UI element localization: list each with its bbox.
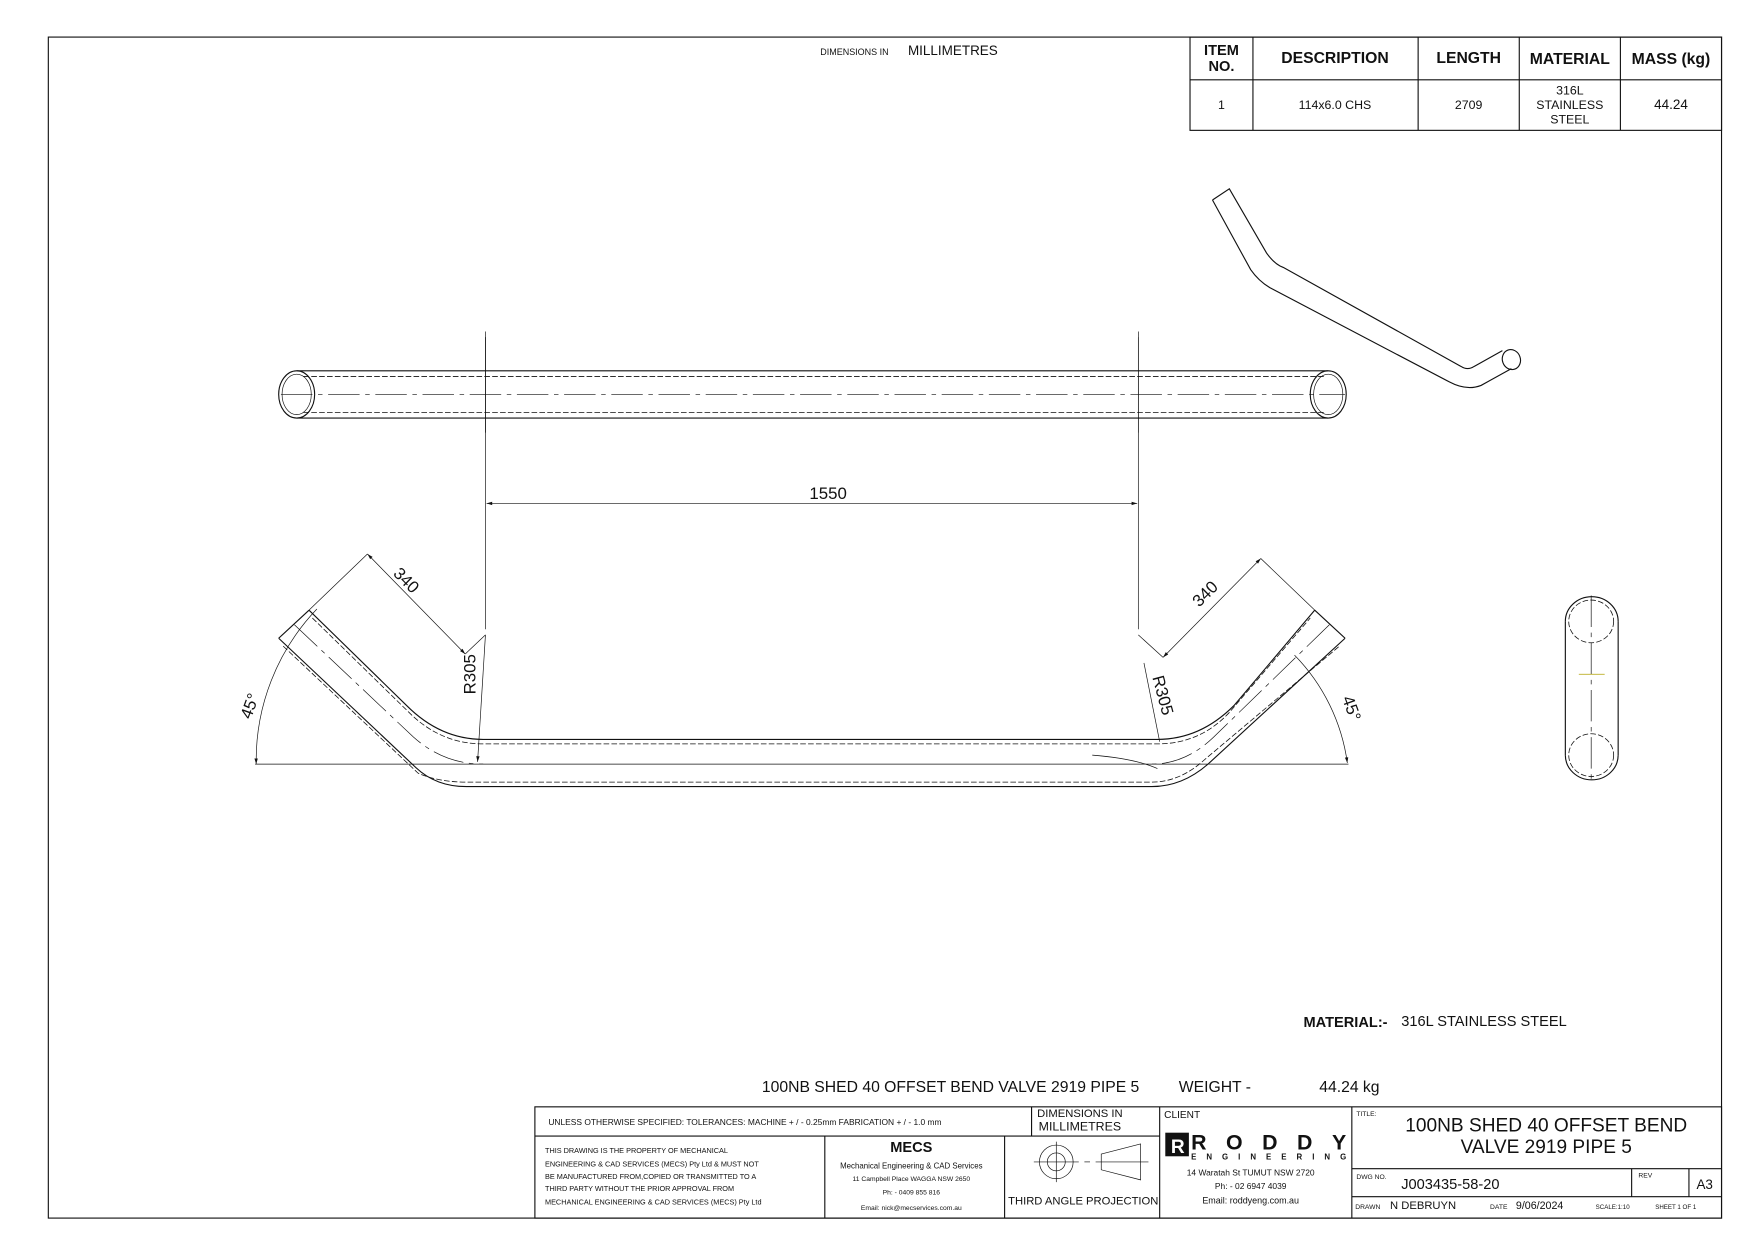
client-logo: RODDY bbox=[1191, 1131, 1346, 1155]
projection-label: THIRD ANGLE PROJECTION bbox=[1008, 1196, 1158, 1208]
header-description: DESCRIPTION bbox=[1281, 50, 1388, 67]
weight-value: 44.24 kg bbox=[1319, 1079, 1379, 1096]
header-item: ITEM bbox=[1204, 43, 1239, 59]
front-view-pipe bbox=[255, 609, 1349, 788]
end-view-pipe bbox=[1564, 595, 1619, 781]
client-label: CLIENT bbox=[1164, 1110, 1200, 1121]
dims-line1: DIMENSIONS IN bbox=[1037, 1108, 1122, 1120]
third-angle-projection-icon bbox=[1033, 1141, 1149, 1183]
dwg-label: DWG NO. bbox=[1356, 1174, 1386, 1181]
property-line: THIS DRAWING IS THE PROPERTY OF MECHANIC… bbox=[545, 1146, 728, 1155]
property-notice: THIS DRAWING IS THE PROPERTY OF MECHANIC… bbox=[545, 1146, 762, 1207]
material-value: 316L STAINLESS STEEL bbox=[1401, 1014, 1566, 1030]
property-line: THIRD PARTY WITHOUT THE PRIOR APPROVAL F… bbox=[545, 1184, 734, 1193]
dimension-1550: 1550 bbox=[485, 337, 1139, 630]
cell-material-2: STAINLESS bbox=[1536, 98, 1603, 112]
header-length: LENGTH bbox=[1436, 50, 1501, 67]
cell-length: 2709 bbox=[1455, 98, 1483, 112]
dim-radius-right: R305 bbox=[1148, 673, 1177, 717]
sheet-value: SHEET 1 OF 1 bbox=[1655, 1204, 1697, 1211]
client-info: CLIENT R RODDY ENGINEERING 14 Waratah St… bbox=[1164, 1110, 1346, 1205]
top-view-pipe bbox=[278, 331, 1347, 433]
mecs-email: Email: nick@mecservices.com.au bbox=[861, 1205, 962, 1212]
bom-table: ITEM NO. DESCRIPTION LENGTH MATERIAL MAS… bbox=[1189, 36, 1723, 131]
dim-angle-left: 45° bbox=[237, 691, 264, 721]
drawn-by: N DEBRUYN bbox=[1390, 1200, 1456, 1212]
property-line: BE MANUFACTURED FROM,COPIED OR TRANSMITT… bbox=[545, 1172, 756, 1181]
dims-line2: MILLIMETRES bbox=[1039, 1119, 1121, 1133]
dimensions-units: MILLIMETRES bbox=[908, 43, 998, 58]
title-block: UNLESS OTHERWISE SPECIFIED: TOLERANCES: … bbox=[534, 1106, 1723, 1219]
isometric-view-pipe bbox=[1211, 187, 1522, 389]
dim-leg-right: 340 bbox=[1189, 577, 1222, 610]
mecs-name: Mechanical Engineering & CAD Services bbox=[840, 1162, 982, 1171]
header-item-no: NO. bbox=[1209, 59, 1235, 75]
dimensions-label: DIMENSIONS IN bbox=[820, 47, 888, 57]
title-label: TITLE: bbox=[1356, 1111, 1376, 1118]
tolerances-note: UNLESS OTHERWISE SPECIFIED: TOLERANCES: … bbox=[548, 1117, 941, 1127]
title-line1: 100NB SHED 40 OFFSET BEND bbox=[1405, 1116, 1687, 1137]
date-label: DATE bbox=[1490, 1204, 1508, 1211]
dimension-right: 340 R305 45° bbox=[1092, 558, 1365, 769]
dim-leg-left: 340 bbox=[390, 564, 423, 597]
rev-label: REV bbox=[1638, 1173, 1652, 1180]
dwg-number: J003435-58-20 bbox=[1401, 1177, 1499, 1193]
client-phone: Ph: - 02 6947 4039 bbox=[1215, 1181, 1287, 1191]
header-material: MATERIAL bbox=[1530, 51, 1610, 68]
mecs-phone: Ph: - 0409 855 816 bbox=[883, 1189, 941, 1196]
cell-material-1: 316L bbox=[1556, 83, 1584, 97]
client-logo-sub: ENGINEERING bbox=[1191, 1153, 1346, 1162]
dim-length-label: 1550 bbox=[809, 484, 846, 503]
mecs-logo: MECS bbox=[890, 1140, 932, 1156]
client-address: 14 Waratah St TUMUT NSW 2720 bbox=[1187, 1167, 1315, 1177]
sheet-border bbox=[47, 36, 1723, 1219]
cell-mass: 44.24 bbox=[1654, 97, 1688, 112]
cell-material-3: STEEL bbox=[1550, 113, 1589, 127]
property-line: MECHANICAL ENGINEERING & CAD SERVICES (M… bbox=[545, 1198, 762, 1207]
mecs-address: 11 Campbell Place WAGGA NSW 2650 bbox=[853, 1176, 971, 1183]
drawn-label: DRAWN bbox=[1355, 1204, 1380, 1211]
header-mass: MASS (kg) bbox=[1632, 51, 1711, 68]
table-row: 1 114x6.0 CHS 2709 316L STAINLESS STEEL … bbox=[1218, 83, 1688, 126]
weight-label: WEIGHT - bbox=[1179, 1079, 1251, 1096]
sheet-size: A3 bbox=[1696, 1177, 1712, 1192]
scale-value: SCALE:1:10 bbox=[1596, 1204, 1631, 1211]
dimensions-note: DIMENSIONS IN MILLIMETRES bbox=[820, 43, 997, 58]
cell-description: 114x6.0 CHS bbox=[1299, 98, 1372, 112]
part-description: 100NB SHED 40 OFFSET BEND VALVE 2919 PIP… bbox=[762, 1079, 1140, 1096]
dim-angle-right: 45° bbox=[1338, 693, 1365, 723]
date-value: 9/06/2024 bbox=[1516, 1200, 1563, 1212]
material-label: MATERIAL:- bbox=[1304, 1015, 1388, 1031]
mecs-info: MECS Mechanical Engineering & CAD Servic… bbox=[840, 1140, 982, 1212]
title-line2: VALVE 2919 PIPE 5 bbox=[1461, 1137, 1632, 1158]
property-line: ENGINEERING & CAD SERVICES (MECS) Pty Lt… bbox=[545, 1159, 759, 1168]
cell-item: 1 bbox=[1218, 98, 1225, 112]
dim-radius-left: R305 bbox=[460, 654, 479, 694]
client-email: Email: roddyeng.com.au bbox=[1202, 1195, 1299, 1205]
client-logo-mark: R bbox=[1171, 1137, 1185, 1158]
